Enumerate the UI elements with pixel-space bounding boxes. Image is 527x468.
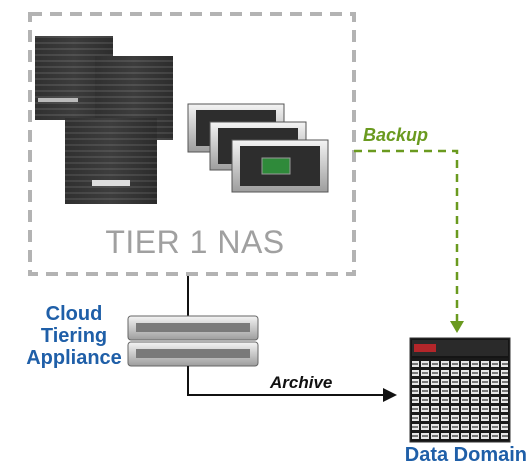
emc-storage-racks: [35, 36, 173, 204]
archive-path: [187, 366, 384, 396]
backup-label: Backup: [363, 125, 429, 145]
data-domain-system-icon: [409, 337, 511, 443]
tier1-nas-boundary: [28, 12, 356, 276]
cloud-tiering-appliance-label: Cloud Tiering Appliance: [18, 303, 130, 369]
data-domain-label: Data Domain: [404, 444, 527, 466]
cloud-label-line-1: Cloud: [45, 303, 103, 325]
archive-arrowhead: [383, 388, 397, 402]
archive-label: Archive: [270, 373, 333, 392]
backup-path: [354, 149, 459, 322]
backup-arrowhead: [450, 321, 464, 333]
cloud-label-line-2: Tiering: [40, 325, 108, 347]
cloud-tiering-appliance-icon: [127, 315, 259, 367]
tier1-nas-label: TIER 1 NAS: [105, 224, 285, 260]
cloud-label-line-3: Appliance: [26, 347, 122, 369]
nas-appliance-units: [187, 103, 329, 193]
